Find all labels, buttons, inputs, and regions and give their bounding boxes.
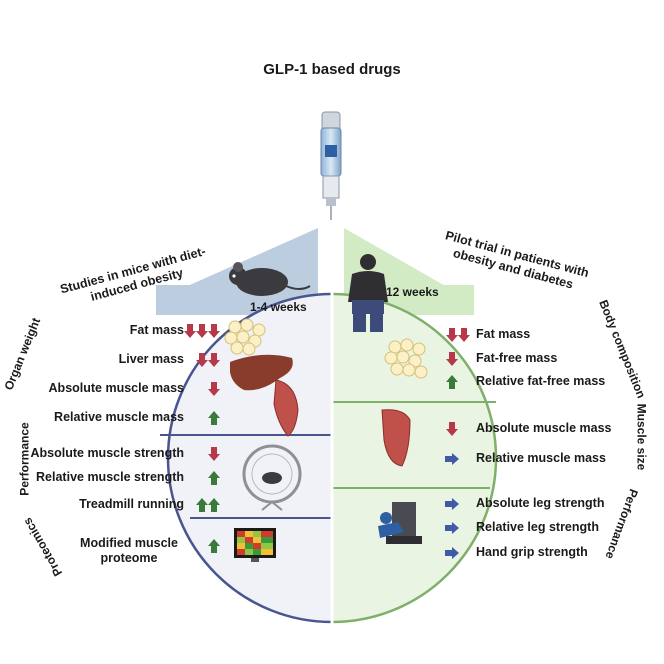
change-arrows [184, 324, 470, 559]
increase-arrow-icon [208, 411, 220, 425]
right-row-label: Fat-free mass [476, 351, 558, 365]
decrease-arrow-icon [184, 324, 196, 338]
no-change-arrow-icon [445, 498, 459, 510]
right-panel [332, 292, 498, 624]
left-row-label: Relative muscle strength [36, 470, 184, 484]
increase-arrow-icon [196, 498, 208, 512]
decrease-arrow-icon [446, 328, 458, 342]
right-row-label: Relative muscle mass [476, 451, 606, 465]
right-row-label: Absolute leg strength [476, 496, 605, 510]
fat-cells-icon [384, 338, 428, 379]
decrease-arrow-icon [446, 422, 458, 436]
muscle-icon [273, 379, 299, 437]
person-icon [348, 254, 388, 332]
left-row-label: Fat mass [129, 323, 184, 337]
increase-arrow-icon [208, 471, 220, 485]
no-change-arrow-icon [445, 453, 459, 465]
left-row-label: Relative muscle mass [54, 410, 184, 424]
right-row-label: Relative fat-free mass [476, 374, 606, 388]
decrease-arrow-icon [196, 324, 208, 338]
right-section-muscle-size: Muscle size [634, 403, 649, 471]
decrease-arrow-icon [458, 328, 470, 342]
increase-arrow-icon [446, 375, 458, 389]
fat-cells-icon [224, 318, 266, 356]
right-row-label: Relative leg strength [476, 520, 599, 534]
right-row-label: Fat mass [476, 327, 531, 341]
right-row-label: Absolute muscle mass [476, 421, 612, 435]
increase-arrow-icon [208, 539, 220, 553]
decrease-arrow-icon [208, 447, 220, 461]
left-row-label: Liver mass [118, 352, 184, 366]
left-row-label: Absolute muscle mass [48, 381, 184, 395]
syringe-pen-icon [320, 111, 342, 220]
decrease-arrow-icon [446, 352, 458, 366]
no-change-arrow-icon [445, 522, 459, 534]
decrease-arrow-icon [208, 324, 220, 338]
left-duration: 1-4 weeks [250, 300, 307, 314]
left-row-label: Absolute muscle strength [30, 446, 185, 460]
figure-title: GLP-1 based drugs [263, 61, 401, 78]
decrease-arrow-icon [196, 353, 208, 367]
right-duration: 12 weeks [386, 285, 439, 299]
left-row-label: Treadmill running [79, 497, 184, 511]
decrease-arrow-icon [208, 353, 220, 367]
leg-press-icon [378, 502, 422, 544]
running-wheel-icon [242, 444, 302, 511]
mouse-icon [229, 262, 311, 296]
decrease-arrow-icon [208, 382, 220, 396]
liver-icon [230, 354, 293, 391]
increase-arrow-icon [208, 498, 220, 512]
heatmap-monitor-icon [234, 528, 276, 562]
left-row-label: Modified muscle proteome [80, 536, 178, 565]
muscle-icon [381, 409, 411, 467]
no-change-arrow-icon [445, 547, 459, 559]
right-row-label: Hand grip strength [476, 545, 588, 559]
